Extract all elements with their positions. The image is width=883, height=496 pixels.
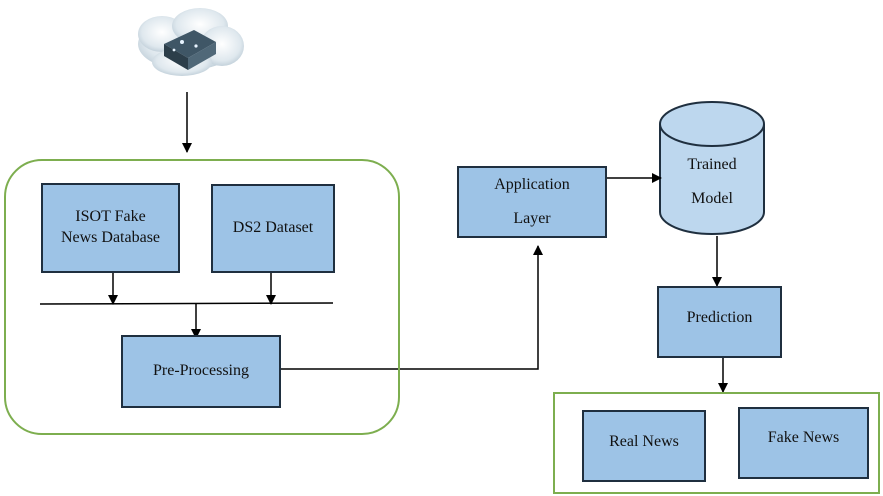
pre-processing-label: Pre-Processing bbox=[153, 362, 249, 380]
application-layer-box: Application Layer bbox=[457, 166, 607, 238]
application-label-line2: Layer bbox=[513, 210, 551, 227]
ds2-label: DS2 Dataset bbox=[232, 219, 314, 237]
isot-fake-news-database-box: ISOT Fake News Database bbox=[41, 183, 180, 273]
prediction-label: Prediction bbox=[686, 309, 753, 326]
pre-processing-box: Pre-Processing bbox=[121, 335, 281, 408]
cloud-database-icon bbox=[138, 8, 244, 76]
trained-model-label-line1: Trained bbox=[687, 156, 737, 173]
dataset-processing-group bbox=[4, 159, 400, 435]
trained-model-cylinder bbox=[659, 101, 765, 235]
isot-label-line1: ISOT Fake bbox=[75, 208, 146, 226]
trained-model-label-line2: Model bbox=[691, 190, 733, 207]
output-classes-group bbox=[553, 392, 880, 494]
prediction-box: Prediction bbox=[657, 286, 782, 358]
ds2-dataset-box: DS2 Dataset bbox=[211, 184, 335, 273]
fake-news-label: Fake News bbox=[767, 429, 840, 446]
real-news-box: Real News bbox=[582, 410, 706, 482]
real-news-label: Real News bbox=[609, 433, 679, 450]
trained-model-label: Trained Model bbox=[660, 148, 764, 216]
fake-news-box: Fake News bbox=[738, 407, 869, 479]
isot-label-line2: News Database bbox=[60, 229, 161, 246]
dataset-merge-line bbox=[39, 302, 334, 305]
arrow-preprocessing-to-application bbox=[280, 245, 543, 370]
application-label-line1: Application bbox=[494, 176, 570, 193]
